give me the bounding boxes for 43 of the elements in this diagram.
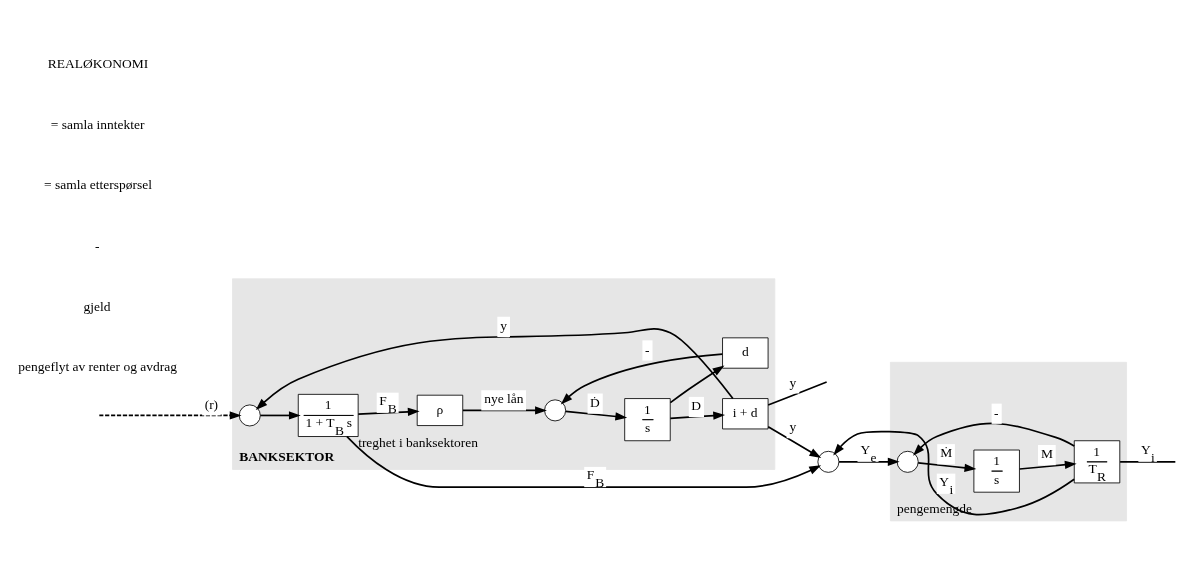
node-circle [817,450,840,473]
connector [1119,460,1177,463]
arrow [917,461,977,472]
arrow [98,410,242,420]
label: pengeflyt av renter og avdrag [18,358,177,374]
arrow [838,457,900,466]
arrow [913,422,1076,456]
node-box: ρ [416,394,464,426]
label: gjeld [83,298,111,314]
arrow [669,411,726,420]
arrow [767,425,822,458]
edge-label: (r) [204,396,219,412]
node-box: i + d [722,397,769,429]
node-box: 1 s [624,397,671,441]
arrow [259,410,301,420]
edge-label: M [1040,445,1053,461]
connector [767,380,828,406]
node-label: treghet i banksektoren [358,434,478,450]
edge-label: nye lån [484,390,524,406]
edge-label: y [789,418,797,434]
arrow [564,410,628,421]
node-circle [896,450,919,473]
arrow [462,405,547,415]
arrow [669,365,725,404]
edge-label: Ṁ [940,444,953,460]
edge-label: y [789,374,797,390]
edge-label: D [691,397,702,413]
node-box: 1 s [973,449,1020,493]
node-circle [544,398,567,421]
label: = samla etterspørsel [43,176,152,192]
edge-label: - [644,341,650,357]
node-circle [238,403,261,426]
edge-label: - [994,404,999,420]
node-box: d [722,336,769,369]
edge-label: y [500,317,508,333]
arrow [560,352,724,405]
label: - [94,237,100,253]
label: REALØKONOMI [47,55,149,71]
arrow [833,430,1075,515]
edge-label: Ḋ [590,394,600,410]
label: = samla inntekter [50,115,145,131]
arrow [357,407,420,416]
arrow [1018,460,1077,470]
